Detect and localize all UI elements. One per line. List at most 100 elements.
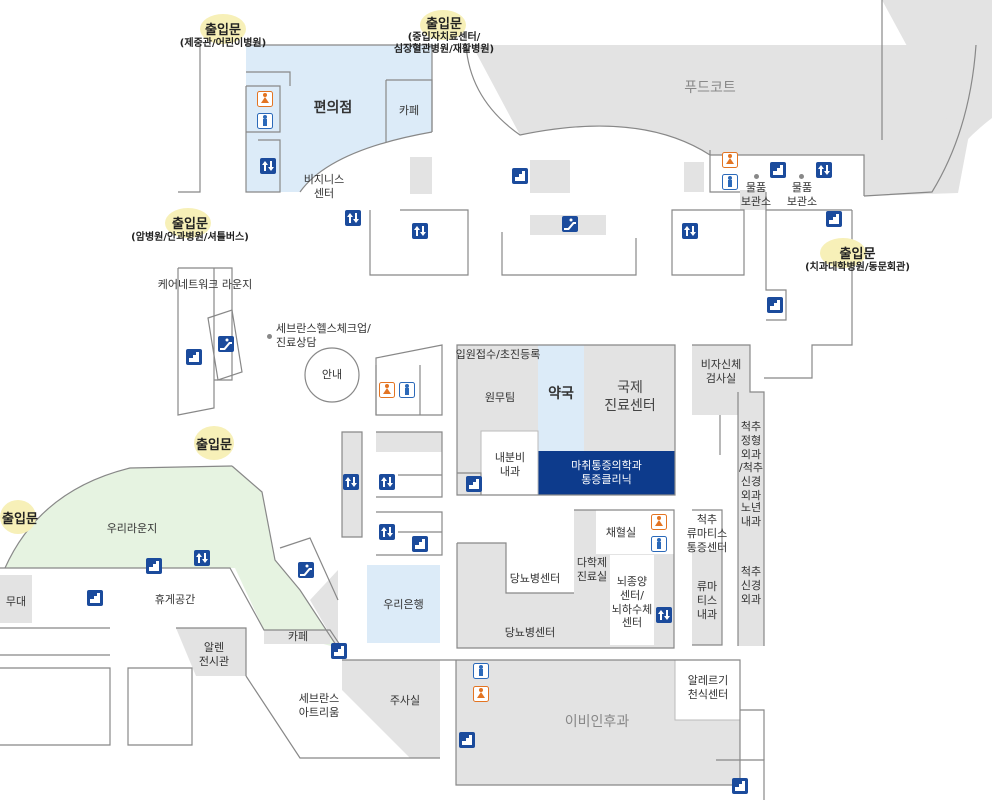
- info-desk-circle: [304, 347, 360, 403]
- international-label: 국제 진료센터: [604, 380, 656, 414]
- stairs-icon[interactable]: [331, 643, 347, 659]
- entrance-glow: [200, 14, 246, 44]
- womens-restroom-icon[interactable]: [651, 514, 667, 530]
- storage-label: 물품 보관소: [786, 181, 818, 208]
- woori-bank-label: 우리은행: [383, 598, 424, 611]
- endocrine-area: [480, 430, 539, 496]
- food-court-label: 푸드코트: [684, 80, 736, 96]
- diabetes-center-label: 당뇨병센터: [504, 626, 556, 639]
- womens-restroom-icon[interactable]: [722, 152, 738, 168]
- stairs-icon[interactable]: [146, 558, 162, 574]
- diabetes-inner: [506, 543, 574, 593]
- business-center-label: 비지니스 센터: [303, 173, 345, 200]
- entrance-top-left[interactable]: 출입문 (제중관/어린이병원): [168, 19, 278, 50]
- mens-restroom-icon[interactable]: [722, 174, 738, 190]
- stage-label: 무대: [5, 595, 27, 608]
- rest-area-label: 휴게공간: [154, 593, 196, 606]
- food-court-area: [472, 45, 977, 196]
- elevator-icon[interactable]: [682, 223, 698, 239]
- allergy-label: 알레르기 천식센터: [687, 674, 729, 701]
- stairs-icon[interactable]: [412, 536, 428, 552]
- woori-lounge-label: 우리라운지: [106, 522, 158, 535]
- pillar-2: [530, 160, 570, 193]
- location-dot: [754, 174, 759, 179]
- entrance-glow: [194, 426, 234, 460]
- non-surgical-label: 비자신체 검사실: [700, 358, 742, 385]
- location-dot: [799, 174, 804, 179]
- col-block: [376, 432, 442, 452]
- elevator-icon[interactable]: [412, 223, 428, 239]
- injection-area: [342, 660, 440, 758]
- elevator-icon[interactable]: [343, 474, 359, 490]
- geriatric-label: 노년 내과: [740, 501, 762, 528]
- elevator-icon[interactable]: [379, 474, 395, 490]
- mens-restroom-icon[interactable]: [651, 536, 667, 552]
- stairs-icon[interactable]: [512, 168, 528, 184]
- endocrine-label: 내분비 내과: [494, 451, 526, 478]
- allen-gallery-label: 알렌 전시관: [198, 641, 230, 668]
- pharmacy-area: [538, 345, 584, 451]
- womens-restroom-icon[interactable]: [379, 382, 395, 398]
- escalator-icon[interactable]: [218, 336, 234, 352]
- elevator-icon[interactable]: [816, 162, 832, 178]
- elevator-icon[interactable]: [260, 158, 276, 174]
- mens-restroom-icon[interactable]: [473, 663, 489, 679]
- elevator-icon[interactable]: [656, 607, 672, 623]
- entrance-title: 출입문: [196, 438, 232, 453]
- rheumatology-area: [692, 550, 722, 645]
- spine-ortho-label: 척추 정형 외과 /척추 신경 외과: [739, 420, 763, 502]
- entrance-title: 출입문: [426, 17, 462, 32]
- entrance-sub: (제중관/어린이병원): [179, 38, 267, 49]
- entrance-glow: [0, 500, 36, 534]
- entrance-right[interactable]: 출입문 (치과대학병원/동문회관): [790, 243, 925, 274]
- entrance-glow: [420, 10, 466, 40]
- rheumatology-label: 류마 티스 내과: [696, 580, 718, 621]
- cafe-bottom-label: 카페: [287, 630, 309, 643]
- woori-lounge-area: [5, 466, 338, 648]
- stairs-icon[interactable]: [466, 476, 482, 492]
- stage-area: [0, 575, 32, 623]
- elevator-icon[interactable]: [345, 210, 361, 226]
- womens-restroom-icon[interactable]: [257, 91, 273, 107]
- stairs-icon[interactable]: [767, 297, 783, 313]
- entrance-sub: (치과대학병원/동문회관): [805, 262, 910, 273]
- multidisciplinary-label: 다학제 진료실: [576, 556, 608, 583]
- entrance-center-left[interactable]: 출입문: [192, 434, 236, 453]
- entrance-far-left[interactable]: 출입문: [0, 508, 40, 527]
- entrance-top-center[interactable]: 출입문 (중입자치료센터/ 심장혈관병원/재활병원): [383, 13, 505, 56]
- neurology-room: [610, 555, 654, 645]
- ent-area: [456, 660, 740, 785]
- mens-restroom-icon[interactable]: [257, 113, 273, 129]
- stairs-icon[interactable]: [732, 778, 748, 794]
- entrance-title: 출입문: [172, 217, 208, 232]
- elevator-icon[interactable]: [379, 524, 395, 540]
- info-label: 안내: [321, 368, 343, 381]
- blood-draw-label: 채혈실: [605, 526, 637, 539]
- stairs-icon[interactable]: [770, 162, 786, 178]
- severance-atrium-label: 세브란스 아트리움: [298, 692, 340, 719]
- international-area: [584, 345, 675, 451]
- entrance-title: 출입문: [205, 23, 241, 38]
- elevator-icon[interactable]: [194, 550, 210, 566]
- stairs-icon[interactable]: [459, 732, 475, 748]
- mens-restroom-icon[interactable]: [399, 382, 415, 398]
- escalator-icon[interactable]: [298, 562, 314, 578]
- womens-restroom-icon[interactable]: [473, 686, 489, 702]
- stairs-icon[interactable]: [186, 349, 202, 365]
- entrance-sub: (중입자치료센터/ 심장혈관병원/재활병원): [393, 32, 495, 55]
- injection-label: 주사실: [389, 694, 421, 707]
- entrance-title: 출입문: [2, 512, 38, 527]
- cafe-top-label: 카페: [398, 104, 420, 117]
- escalator-icon[interactable]: [562, 216, 578, 232]
- stairs-icon[interactable]: [826, 211, 842, 227]
- convenience-store-label: 편의점: [313, 100, 353, 116]
- entrance-left-mid[interactable]: 출입문 (암병원/안과병원/셔틀버스): [120, 213, 260, 244]
- entrance-title: 출입문: [839, 247, 876, 262]
- location-dot: [267, 334, 272, 339]
- pillar-3: [684, 162, 704, 192]
- care-network-lounge-label: 케어네트워크 라운지: [157, 278, 253, 291]
- entrance-glow: [820, 238, 866, 268]
- spine-neuro-label: 척추 신경 외과: [740, 565, 762, 606]
- stairs-icon[interactable]: [87, 590, 103, 606]
